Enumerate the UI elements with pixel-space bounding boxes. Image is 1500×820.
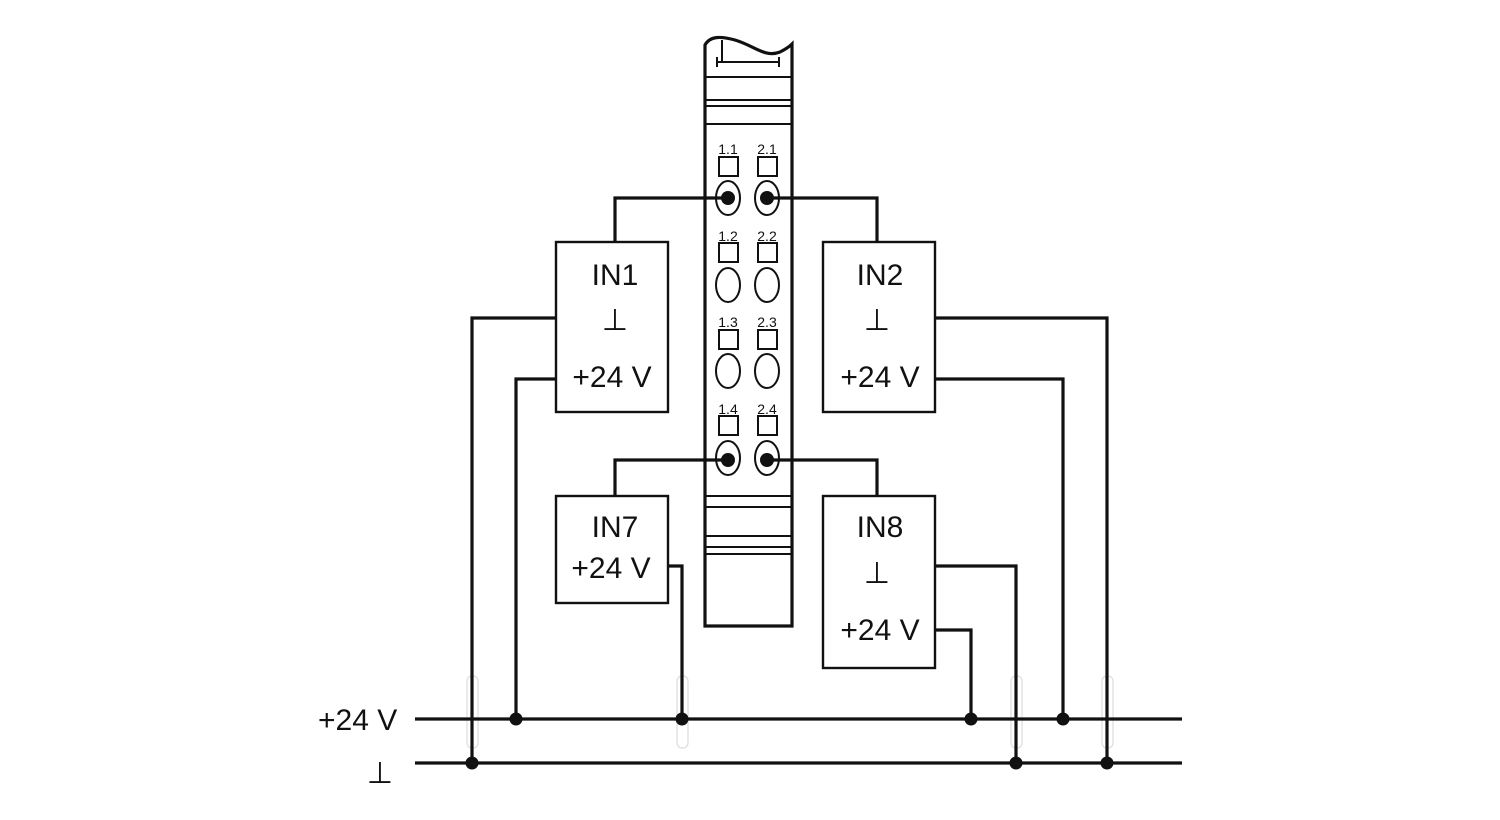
- terminal-socket[interactable]: [754, 440, 780, 476]
- terminal-label: 1.4: [718, 401, 738, 417]
- led-indicator: [718, 329, 739, 350]
- supply-label: +24 V: [840, 361, 919, 394]
- device-in2[interactable]: IN2 ⊥ +24 V: [821, 240, 937, 414]
- supply-label: +24 V: [572, 361, 651, 394]
- device-name: IN8: [857, 511, 904, 544]
- terminal-label: 1.3: [718, 314, 738, 330]
- terminal-socket[interactable]: [715, 440, 741, 476]
- wires: [470, 196, 1109, 763]
- power-bus: +24 V ⊥: [318, 704, 1182, 790]
- terminal-label: 2.4: [757, 401, 777, 417]
- terminal-label: 2.3: [757, 314, 777, 330]
- bus-label-plus24: +24 V: [318, 704, 397, 737]
- supply-label: +24 V: [840, 614, 919, 647]
- io-module: 1.1 2.1 1.2 2.2 1.3 2.3 1.4 2.4: [703, 35, 794, 628]
- ground-symbol: ⊥: [602, 304, 628, 337]
- led-indicator: [718, 156, 739, 177]
- led-indicator: [757, 242, 778, 263]
- module-top-bracket: [716, 40, 780, 67]
- led-indicator: [757, 156, 778, 177]
- led-indicator: [718, 242, 739, 263]
- led-indicator: [718, 415, 739, 436]
- terminal-row-4: 1.4 2.4: [715, 401, 780, 476]
- led-indicator: [757, 329, 778, 350]
- device-in8[interactable]: IN8 ⊥ +24 V: [821, 494, 937, 670]
- device-in1[interactable]: IN1 ⊥ +24 V: [554, 240, 670, 414]
- terminal-label: 1.1: [718, 141, 738, 157]
- device-name: IN1: [592, 259, 639, 292]
- ground-symbol: ⊥: [864, 304, 890, 337]
- terminal-row-2: 1.2 2.2: [715, 228, 780, 303]
- terminal-row-3: 1.3 2.3: [715, 314, 780, 389]
- bus-label-ground: ⊥: [367, 757, 393, 790]
- terminal-label: 2.1: [757, 141, 777, 157]
- ground-symbol: ⊥: [864, 557, 890, 590]
- device-in7[interactable]: IN7 +24 V: [554, 494, 670, 605]
- junction-dots: [465, 191, 1114, 770]
- device-name: IN2: [857, 259, 904, 292]
- led-indicator: [757, 415, 778, 436]
- terminal-socket[interactable]: [715, 353, 741, 389]
- terminal-socket[interactable]: [754, 353, 780, 389]
- terminal-label: 2.2: [757, 228, 777, 244]
- device-name: IN7: [592, 511, 639, 544]
- terminal-socket[interactable]: [754, 267, 780, 303]
- terminal-socket[interactable]: [715, 267, 741, 303]
- module-stripes: [705, 76, 792, 555]
- terminal-label: 1.2: [718, 228, 738, 244]
- supply-label: +24 V: [571, 552, 650, 585]
